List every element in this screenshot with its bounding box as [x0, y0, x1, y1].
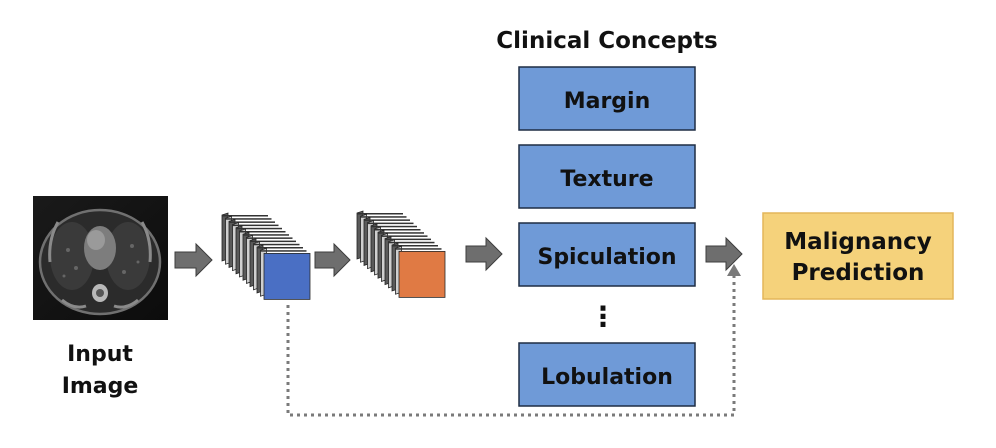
- output-label-line1: Malignancy: [784, 229, 932, 255]
- input-ct-image: [33, 196, 168, 320]
- arrow-concepts-to-output: [705, 236, 743, 272]
- feature-map-2-layer-edge: [395, 248, 442, 250]
- skip-connection: [286, 264, 741, 417]
- feature-map-1-layer-edge: [246, 237, 293, 239]
- feature-map-1-layer-edge: [260, 250, 307, 252]
- concept-ellipsis: ⋮: [589, 300, 617, 333]
- feature-map-2-layer-edge: [357, 213, 403, 215]
- concept-label-texture: Texture: [560, 167, 653, 192]
- concept-box-margin: Margin: [518, 66, 696, 131]
- feature-map-1-layer-edge: [243, 234, 289, 236]
- feature-map-1-layer-edge: [236, 227, 282, 230]
- feature-map-1-layer-edge: [257, 247, 303, 249]
- arrow-features-to-features: [314, 242, 351, 278]
- feature-map-2-layer-edge: [392, 245, 438, 247]
- concept-label-spiculation: Spiculation: [537, 245, 676, 270]
- feature-map-1-layer-edge: [225, 218, 272, 220]
- feature-map-1-layer-edge: [250, 240, 296, 243]
- feature-map-2-layer-edge: [364, 219, 410, 221]
- feature-map-2-layer-edge: [381, 235, 428, 237]
- concept-label-lobulation: Lobulation: [541, 365, 673, 390]
- feature-map-stack-1: [221, 212, 311, 300]
- feature-map-2-layer-edge: [371, 225, 417, 228]
- input-label-line2: Image: [62, 374, 139, 399]
- input-label-line1: Input: [67, 342, 133, 367]
- concept-box-texture: Texture: [518, 144, 696, 209]
- output-label-line2: Prediction: [792, 260, 925, 286]
- concept-box-lobulation: Lobulation: [518, 342, 696, 407]
- feature-map-2-layer-edge: [378, 232, 424, 234]
- concept-box-spiculation: Spiculation: [518, 222, 696, 287]
- clinical-concepts-title: Clinical Concepts: [496, 28, 717, 54]
- feature-map-2-layer-edge: [385, 238, 431, 241]
- feature-map-1-layer-edge: [253, 243, 300, 246]
- feature-map-2-layer-edge: [374, 229, 421, 231]
- malignancy-prediction-box: Malignancy Prediction: [762, 212, 954, 300]
- feature-map-1-layer-edge: [232, 224, 279, 227]
- arrow-features-to-concepts: [465, 236, 503, 272]
- feature-map-2-layer-edge: [388, 241, 435, 244]
- feature-map-2-front-face: [398, 250, 446, 298]
- skip-connection-arrowhead: [727, 264, 741, 276]
- arrow-input-to-features: [174, 242, 213, 278]
- concept-label-margin: Margin: [564, 89, 651, 114]
- feature-map-1-layer-edge: [239, 231, 286, 233]
- feature-map-2-layer-edge: [360, 216, 407, 218]
- feature-map-2-layer-edge: [367, 222, 414, 225]
- feature-map-1-front-face: [263, 252, 311, 300]
- feature-map-1-layer-edge: [229, 221, 275, 223]
- feature-map-stack-2: [356, 210, 446, 298]
- feature-map-1-layer-edge: [222, 215, 268, 217]
